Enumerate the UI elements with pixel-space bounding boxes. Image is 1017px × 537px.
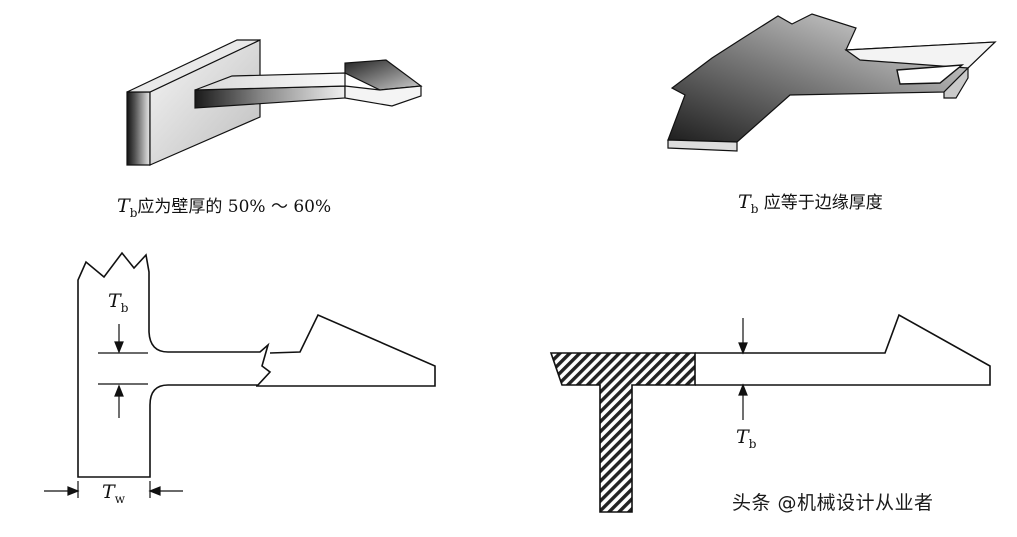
caption-text: 应等于边缘厚度 [758,193,882,213]
plate-flange-3d-figure [667,13,997,152]
plate-bottom-edge [667,139,738,152]
tb-dimension-left [98,324,148,418]
tb-subscript: b [749,437,757,451]
caption-text: 应为壁厚的 50% ～ 60% [137,197,331,217]
t-section-right [549,313,991,513]
watermark: 头条 @机械设计从业者 [732,492,934,514]
tw-symbol: T [102,481,116,503]
tw-label: Tw [102,481,126,506]
tb-label-right: Tb [736,426,757,451]
svg-text:Tb 应等于边缘厚度: Tb 应等于边缘厚度 [738,191,883,216]
tb-subscript: b [130,206,138,220]
caption-top-right: Tb 应等于边缘厚度 [738,191,883,216]
rib-section-left [77,251,436,478]
tb-label-left: Tb [108,290,129,315]
rib-continuation [256,313,436,387]
wall-front-face [126,91,151,166]
tb-symbol: T [738,191,752,213]
hatched-t-section [549,352,696,513]
wall-rib-3d-figure [126,39,423,166]
tb-symbol: T [736,426,750,448]
flange-window [896,64,965,85]
tb-symbol: T [117,195,131,217]
tw-subscript: w [115,492,126,506]
tb-dimension-right [738,318,748,420]
section-outline [77,251,272,478]
tb-subscript: b [751,202,759,216]
plate-body [667,13,997,143]
tb-symbol: T [108,290,122,312]
rib-end-front [344,85,422,107]
tb-subscript: b [121,301,129,315]
wall-top-face [126,39,261,93]
rib-end-top [344,59,423,91]
svg-text:Tb应为壁厚的 50% ～ 60%: Tb应为壁厚的 50% ～ 60% [117,195,331,220]
flange-outline [695,313,991,386]
tw-dimension [44,481,183,498]
caption-top-left: Tb应为壁厚的 50% ～ 60% [117,195,331,220]
flange-end-edge [943,66,969,99]
